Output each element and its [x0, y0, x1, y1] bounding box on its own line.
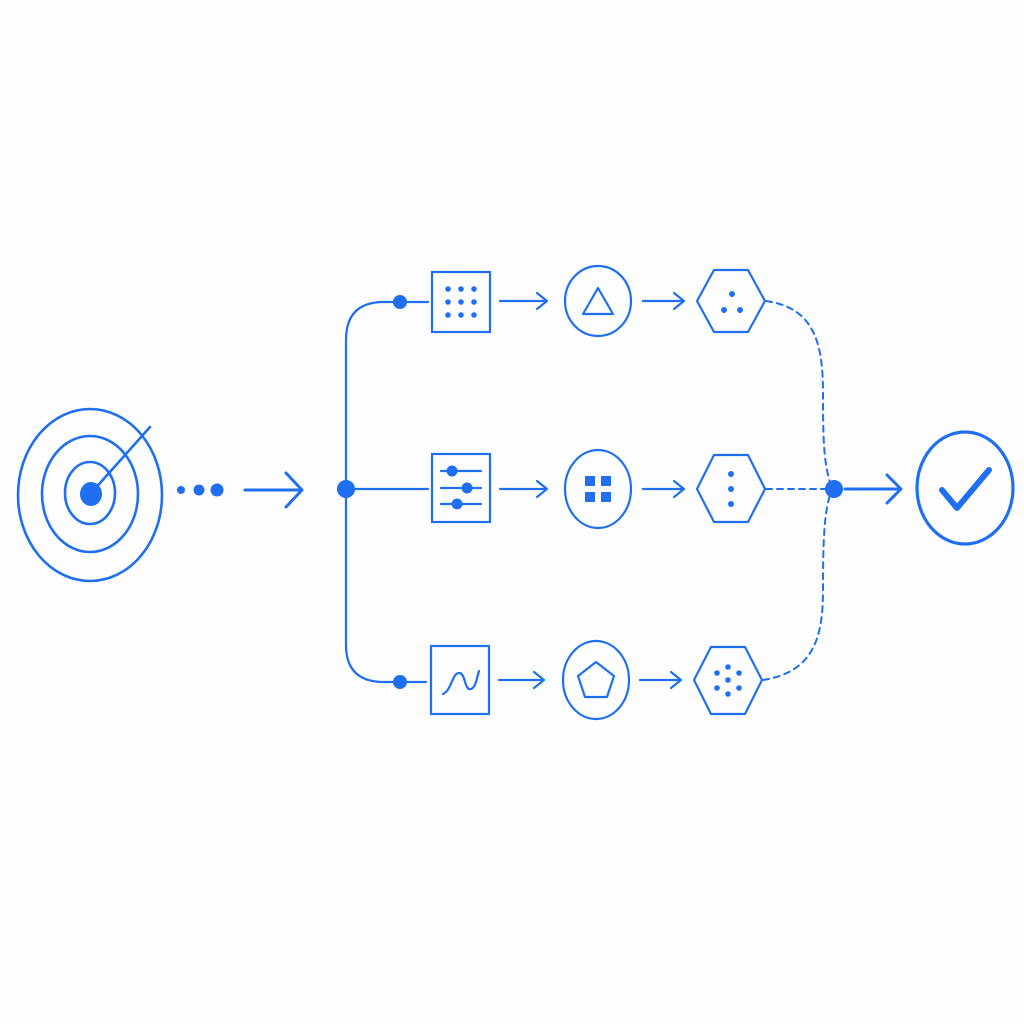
triangle-icon [563, 264, 633, 338]
target-radar-icon [16, 407, 164, 583]
branch-node-bottom [393, 675, 407, 689]
dashed-merge-bottom [762, 488, 833, 681]
arrow-r3-b [638, 670, 683, 690]
merge-node [825, 480, 843, 498]
sliders-icon [430, 452, 492, 524]
ellipsis-dots [177, 483, 224, 497]
dot-grid-icon [430, 270, 492, 334]
arrow-r1-b [641, 291, 686, 311]
pentagon-icon [561, 639, 631, 721]
three-dots-hexagon-icon [695, 268, 767, 334]
branch-node-top [393, 295, 407, 309]
arrow-r3-a [497, 670, 546, 690]
split-connectors [344, 300, 430, 684]
dashed-merge-top [765, 300, 833, 490]
four-squares-icon [563, 448, 633, 530]
arrow-r2-a [498, 479, 549, 499]
arrow-to-end [843, 473, 903, 505]
checkmark-circle-icon [915, 430, 1015, 546]
wave-chart-icon [429, 644, 491, 716]
arrow-r1-a [498, 291, 549, 311]
arrow-to-split [243, 471, 304, 509]
vertical-dots-hexagon-icon [695, 453, 767, 524]
dot-ring-hexagon-icon [692, 645, 764, 716]
arrow-r2-b [641, 479, 686, 499]
